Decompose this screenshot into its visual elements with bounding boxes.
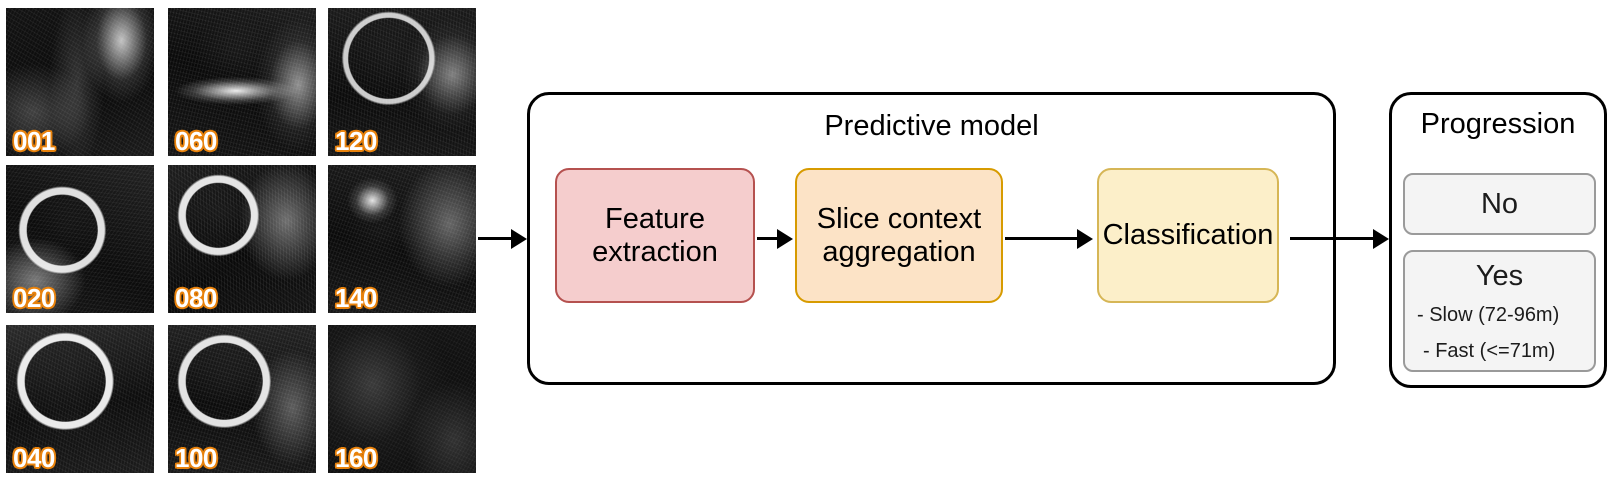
mri-slice-label: 120 <box>335 126 377 156</box>
progression-yes-slow-detail: - Slow (72-96m) <box>1417 304 1560 326</box>
mri-slice-tile[interactable]: 120 <box>328 8 476 156</box>
predictive-model-title: Predictive model <box>824 110 1039 142</box>
arrow-shaft <box>1005 237 1079 240</box>
mri-slice-image <box>328 8 476 156</box>
mri-slice-image <box>6 165 154 313</box>
arrow-shaft <box>478 237 513 240</box>
progression-yes-fast-detail: - Fast (<=71m) <box>1423 340 1556 362</box>
mri-slice-label: 160 <box>335 443 377 473</box>
mri-slice-label: 040 <box>13 443 55 473</box>
mri-slice-label: 020 <box>13 283 55 313</box>
arrow-head <box>777 228 793 249</box>
progression-title: Progression <box>1420 108 1576 140</box>
progression-no-option[interactable]: No <box>1403 173 1596 235</box>
mri-slice-image <box>6 325 154 473</box>
arrow-shaft <box>757 237 779 240</box>
mri-slice-label: 080 <box>175 283 217 313</box>
mri-slice-image <box>168 165 316 313</box>
mri-slice-label: 100 <box>175 443 217 473</box>
slice-context-label-line1: Slice context <box>816 203 982 236</box>
mri-slice-tile[interactable]: 040 <box>6 325 154 473</box>
mri-slice-label: 140 <box>335 283 377 313</box>
slice-context-aggregation-box[interactable]: Slice context aggregation <box>795 168 1003 303</box>
mri-slice-grid: 001 060 120 020 080 140 040 100 <box>6 8 476 476</box>
progression-yes-option[interactable]: Yes - Slow (72-96m) - Fast (<=71m) <box>1403 250 1596 372</box>
progression-yes-label: Yes <box>1475 260 1524 292</box>
mri-slice-image <box>328 325 476 473</box>
feature-extraction-box[interactable]: Feature extraction <box>555 168 755 303</box>
mri-slice-label: 001 <box>13 126 55 156</box>
progression-no-label: No <box>1480 188 1519 220</box>
mri-slice-tile[interactable]: 001 <box>6 8 154 156</box>
arrow-head <box>1077 228 1093 249</box>
mri-slice-tile[interactable]: 140 <box>328 165 476 313</box>
mri-slice-label: 060 <box>175 126 217 156</box>
feature-extraction-label-line2: extraction <box>592 235 718 268</box>
arrow-shaft <box>1290 237 1375 240</box>
classification-label: Classification <box>1102 219 1274 252</box>
arrow-head <box>1373 228 1389 249</box>
mri-slice-image <box>328 165 476 313</box>
mri-slice-tile[interactable]: 100 <box>168 325 316 473</box>
mri-slice-image <box>168 8 316 156</box>
mri-slice-image <box>168 325 316 473</box>
mri-slice-tile[interactable]: 080 <box>168 165 316 313</box>
mri-slice-tile[interactable]: 160 <box>328 325 476 473</box>
feature-extraction-label-line1: Feature <box>605 203 705 236</box>
slice-context-label-line2: aggregation <box>822 235 976 268</box>
arrow-head <box>511 228 527 249</box>
classification-box[interactable]: Classification <box>1097 168 1279 303</box>
mri-slice-tile[interactable]: 060 <box>168 8 316 156</box>
mri-slice-image <box>6 8 154 156</box>
mri-slice-tile[interactable]: 020 <box>6 165 154 313</box>
